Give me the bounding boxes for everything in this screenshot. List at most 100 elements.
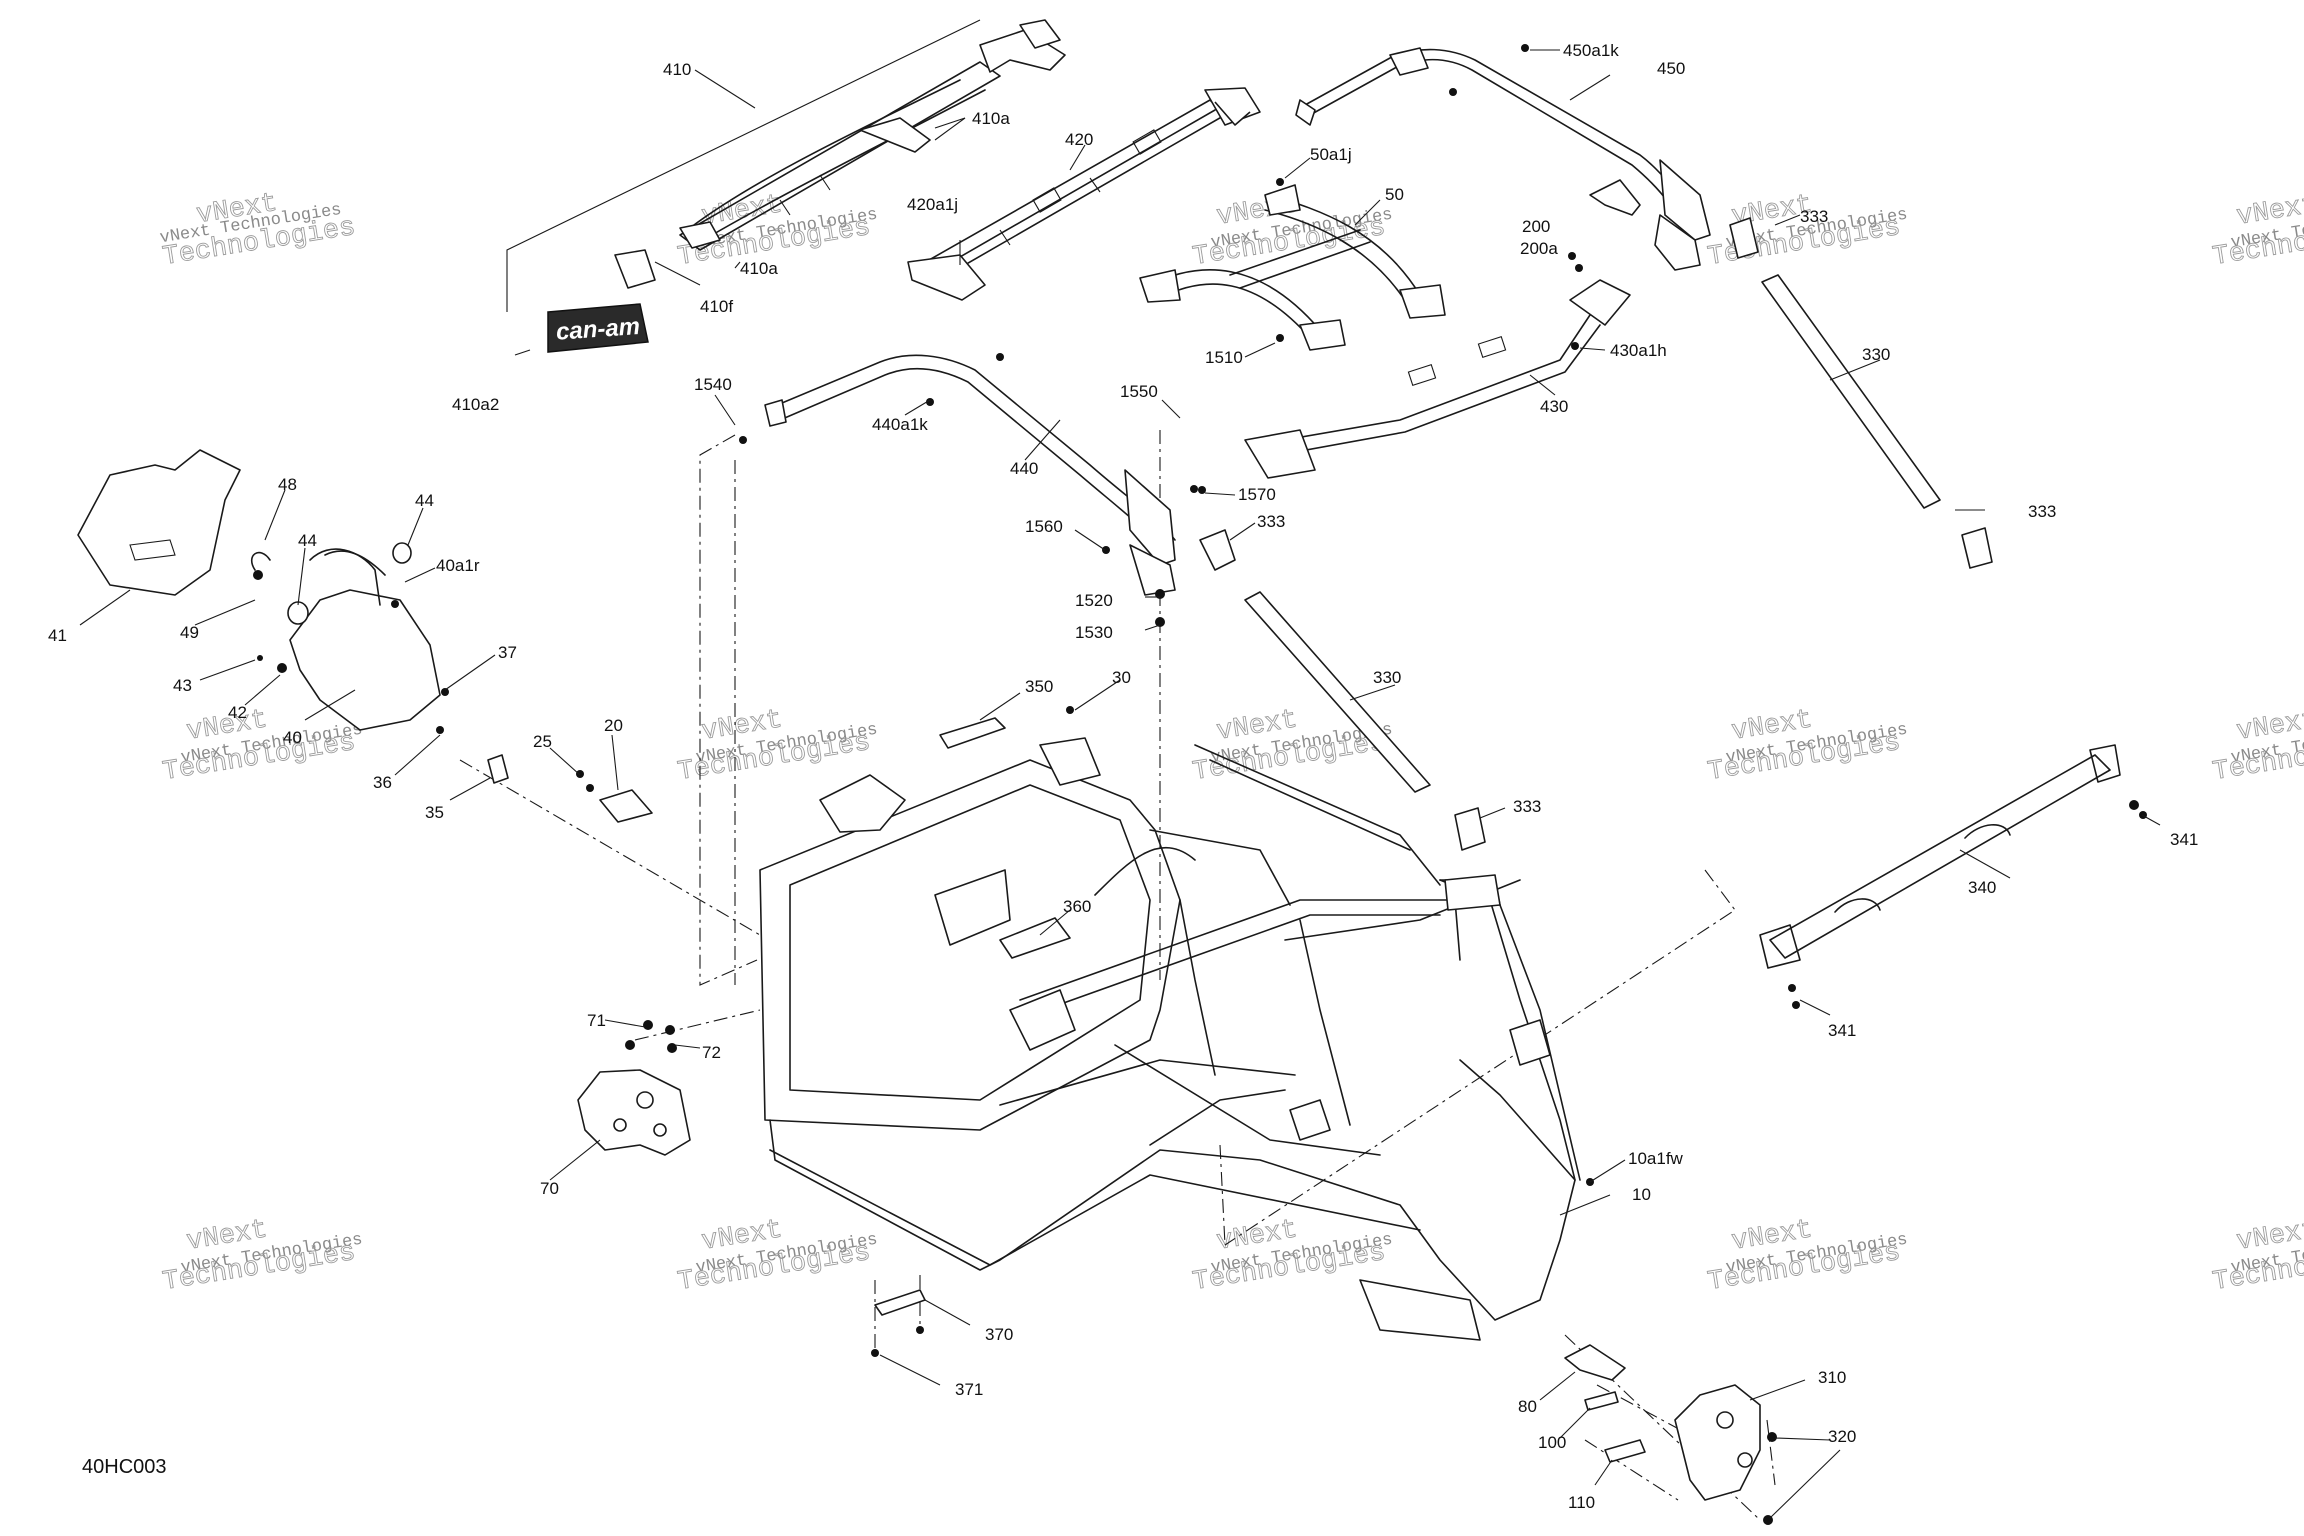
watermark: vNext Technologies vNext Technologies	[675, 1215, 879, 1298]
callout-440a1k: 440a1k	[872, 415, 928, 434]
bracket-350	[939, 717, 1006, 749]
callout-420: 420	[1065, 130, 1093, 149]
callout-20: 20	[604, 716, 623, 735]
callout-72: 72	[702, 1043, 721, 1062]
callout-410a-bottom: 410a	[740, 259, 778, 278]
watermark: vNext Technologies vNext Technologies	[2210, 1215, 2304, 1298]
callout-350: 350	[1025, 677, 1053, 696]
callout-labels: 410 410a 410a 410f 410a2 420 420a1j 450a…	[48, 41, 2198, 1512]
upright-tube-330-left	[1199, 529, 1486, 851]
callout-341-top: 341	[2170, 830, 2198, 849]
callout-1530: 1530	[1075, 623, 1113, 642]
callout-410a-top: 410a	[972, 109, 1010, 128]
callout-25: 25	[533, 732, 552, 751]
watermark: vNext Technologies vNext Technologies	[1705, 705, 1909, 788]
callout-450a1k: 450a1k	[1563, 41, 1619, 60]
mount-70	[577, 1069, 691, 1156]
callout-333-lower: 333	[1513, 797, 1541, 816]
cross-bar-420	[907, 87, 1261, 301]
callout-430a1h: 430a1h	[1610, 341, 1667, 360]
callout-50a1j: 50a1j	[1310, 145, 1352, 164]
callout-200a: 200a	[1520, 239, 1558, 258]
watermark: vNext Technologies vNext Technologies	[675, 705, 879, 788]
callout-40a1r: 40a1r	[436, 556, 480, 575]
callout-37: 37	[498, 643, 517, 662]
callout-44-right: 44	[415, 491, 434, 510]
callout-341-bottom: 341	[1828, 1021, 1856, 1040]
watermark: vNext Technologies vNext Technologies	[160, 1215, 364, 1298]
callout-310: 310	[1818, 1368, 1846, 1387]
plate-80	[1564, 1344, 1626, 1381]
part-200-pad	[1589, 179, 1641, 216]
callout-1510: 1510	[1205, 348, 1243, 367]
callout-1570: 1570	[1238, 485, 1276, 504]
callout-320: 320	[1828, 1427, 1856, 1446]
mount-40	[289, 589, 441, 731]
callout-49: 49	[180, 623, 199, 642]
callout-41: 41	[48, 626, 67, 645]
callout-42: 42	[228, 703, 247, 722]
callout-110: 110	[1568, 1493, 1595, 1512]
callout-340: 340	[1968, 878, 1996, 897]
callout-200: 200	[1522, 217, 1550, 236]
front-bracket-group	[77, 449, 653, 823]
callout-44-left: 44	[298, 531, 317, 550]
bushing-35	[487, 754, 509, 784]
watermark: vNext Technologies vNext Technologies	[1190, 705, 1394, 788]
upright-tube-330-right	[1729, 217, 1993, 569]
main-chassis-frame-10	[759, 717, 1581, 1341]
callout-100: 100	[1538, 1433, 1566, 1452]
callout-1540: 1540	[694, 375, 732, 394]
callout-450: 450	[1657, 59, 1685, 78]
callout-420a1j: 420a1j	[907, 195, 958, 214]
callout-371: 371	[955, 1380, 983, 1399]
callout-80: 80	[1518, 1397, 1537, 1416]
bracket-370	[874, 1289, 926, 1316]
callout-360: 360	[1063, 897, 1091, 916]
callout-430: 430	[1540, 397, 1568, 416]
roof-crossmember-50	[1139, 184, 1446, 351]
skid-plate-41	[77, 449, 241, 596]
callout-43: 43	[173, 676, 192, 695]
callout-330-right: 330	[1862, 345, 1890, 364]
callout-410f: 410f	[700, 297, 733, 316]
callout-333-top-right: 333	[1800, 207, 1828, 226]
watermark: vNext Technologies vNext Technologies	[2210, 705, 2304, 788]
watermark: vNext Technologies vNext Technologies	[1190, 190, 1394, 273]
rear-lower-bar-340	[1759, 744, 2121, 969]
callout-440: 440	[1010, 459, 1038, 478]
callout-36: 36	[373, 773, 392, 792]
callout-1560: 1560	[1025, 517, 1063, 536]
plate-110	[1604, 1439, 1646, 1463]
callout-10a1fw: 10a1fw	[1628, 1149, 1684, 1168]
bracket-360	[999, 917, 1071, 959]
rear-mount-group	[1564, 1344, 1761, 1501]
callout-333-right: 333	[2028, 502, 2056, 521]
can-am-logo: can-am	[547, 303, 649, 353]
callout-410: 410	[663, 60, 691, 79]
callout-40: 40	[283, 728, 302, 747]
roof-bar-410	[506, 19, 1066, 312]
callout-333-center: 333	[1257, 512, 1285, 531]
mount-310	[1674, 1384, 1761, 1501]
watermark: vNext Technologies vNext Technologies	[159, 188, 358, 273]
callout-1520: 1520	[1075, 591, 1113, 610]
fasteners	[253, 44, 2147, 1525]
callout-50: 50	[1385, 185, 1404, 204]
plate-100	[1584, 1391, 1619, 1411]
watermarks: vNext Technologies vNext Technologies vN…	[159, 188, 2304, 1298]
roof-bar-440	[764, 354, 1176, 596]
rear-roof-bar-450	[1295, 47, 1711, 271]
callout-10: 10	[1632, 1185, 1651, 1204]
callout-410a2: 410a2	[452, 395, 499, 414]
leader-lines	[79, 49, 2161, 1519]
callout-71: 71	[587, 1011, 606, 1030]
watermark: vNext Technologies vNext Technologies	[2210, 190, 2304, 273]
callout-1550: 1550	[1120, 382, 1158, 401]
callout-370: 370	[985, 1325, 1013, 1344]
watermark: vNext Technologies vNext Technologies	[1705, 1215, 1909, 1298]
callout-30: 30	[1112, 668, 1131, 687]
diagram-reference: 40HC003	[82, 1456, 167, 1478]
callout-330-center: 330	[1373, 668, 1401, 687]
